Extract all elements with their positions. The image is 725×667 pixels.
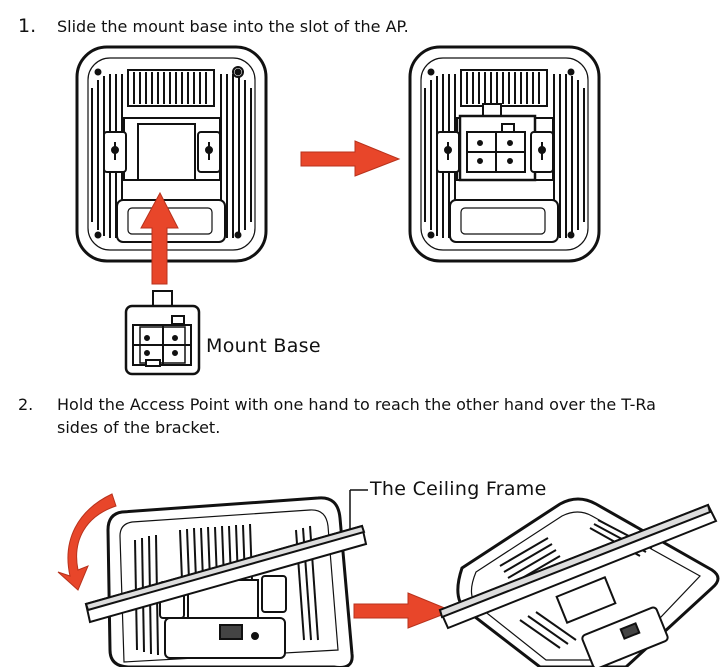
step2-number: 2. [18,395,34,414]
rotate-arrow [57,493,117,591]
insert-arrow-up [140,191,179,285]
transition-arrow-right [300,140,401,177]
step2-illustration [57,489,720,667]
access-point-back-left [75,45,268,263]
step1-instruction: Slide the mount base into the slot of th… [57,17,409,36]
step1-illustration [75,45,601,376]
step1-number: 1. [18,15,37,37]
ceiling-frame-callout [349,489,368,530]
mount-base [124,290,201,376]
access-point-back-right [408,45,601,263]
step2-instruction-line2: sides of the bracket. [57,418,221,437]
transition-arrow-right-step2 [353,592,454,629]
mount-base-label: Mount Base [206,335,321,357]
ceiling-frame-rail-right [438,503,718,630]
step2-instruction-line1: Hold the Access Point with one hand to r… [57,395,656,414]
ceiling-frame-label: The Ceiling Frame [370,478,547,500]
ceiling-frame-rail-left [84,524,368,624]
